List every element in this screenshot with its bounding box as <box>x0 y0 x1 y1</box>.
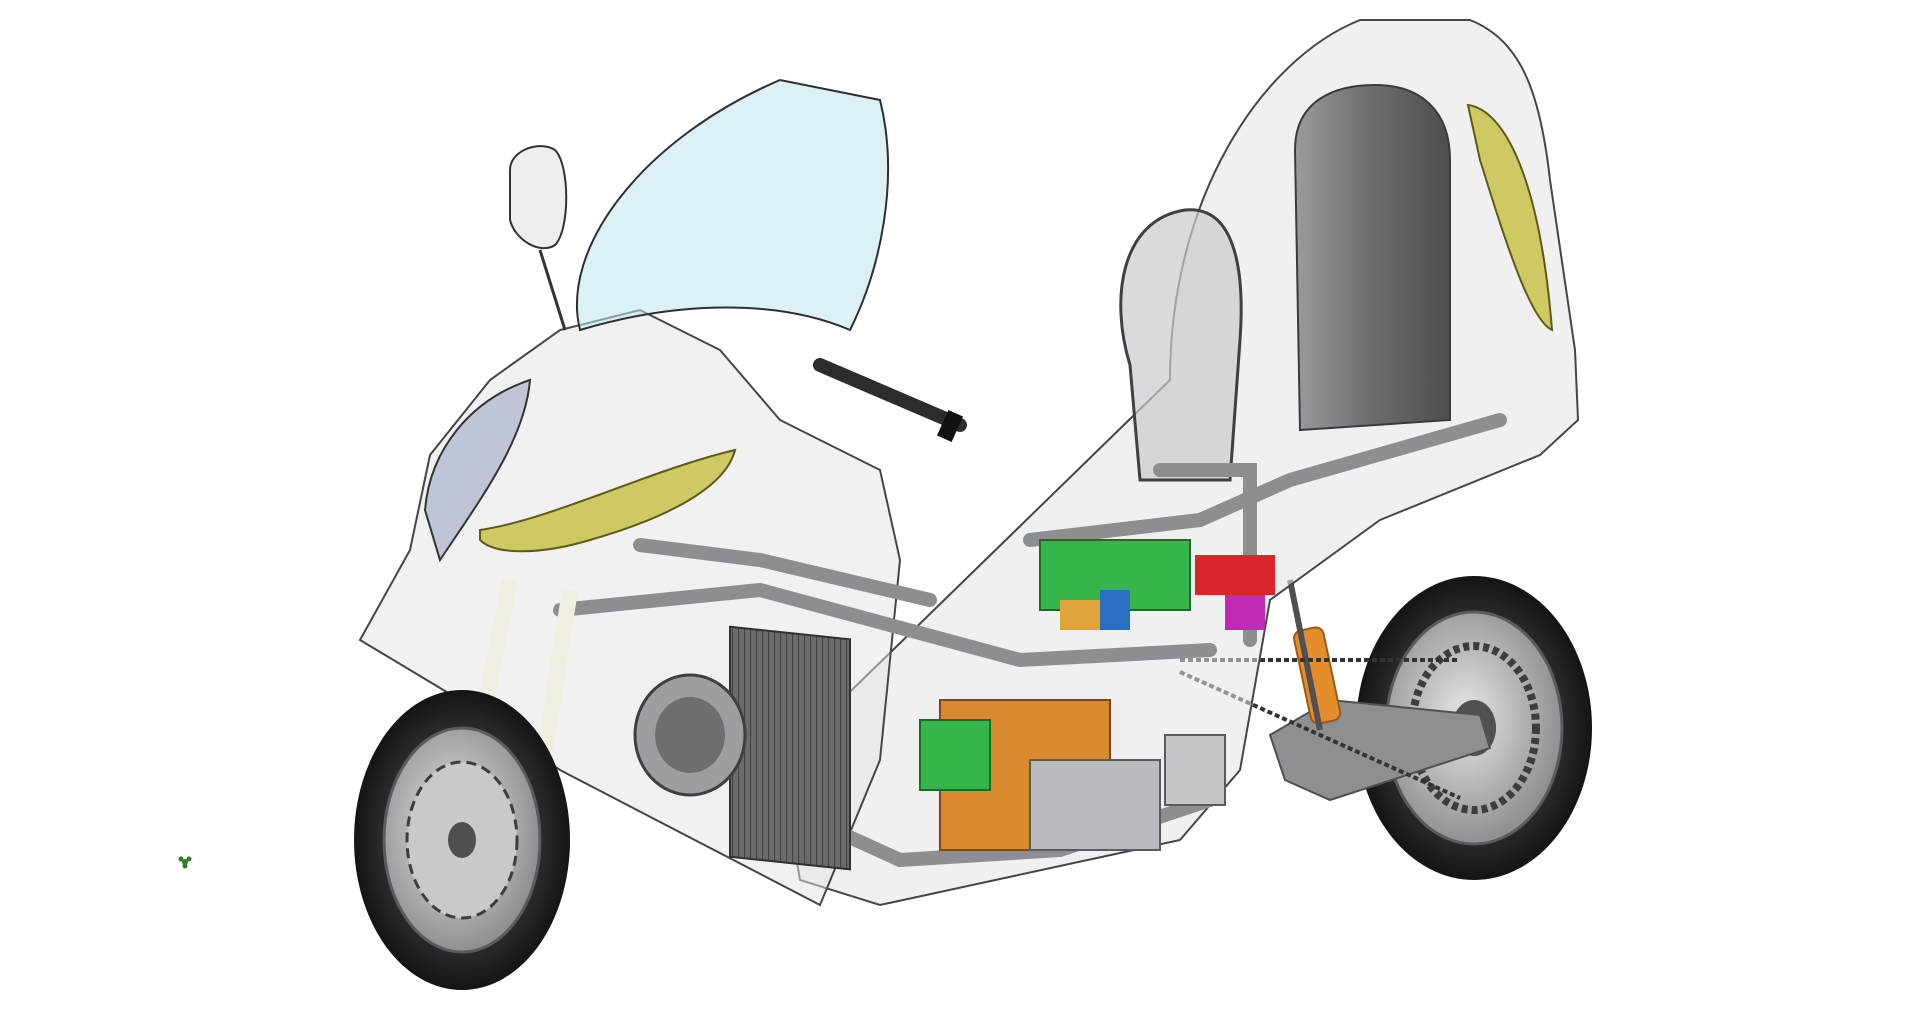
rear-suspension[interactable] <box>1268 579 1492 802</box>
battery-pack <box>919 699 1226 851</box>
handlebar <box>813 358 967 443</box>
headlight <box>479 448 737 553</box>
coordinate-triad-icon <box>178 856 192 869</box>
tail-light <box>1466 103 1554 332</box>
radiator <box>729 625 851 871</box>
motor <box>633 673 747 797</box>
front-wheel[interactable] <box>354 690 570 990</box>
rear-sprocket <box>1408 642 1540 814</box>
position-light <box>423 378 532 563</box>
seat <box>1119 208 1243 482</box>
electronics-bay <box>1039 539 1275 630</box>
mirror <box>509 145 568 331</box>
windscreen <box>575 78 889 332</box>
rear-tank <box>1293 83 1451 432</box>
